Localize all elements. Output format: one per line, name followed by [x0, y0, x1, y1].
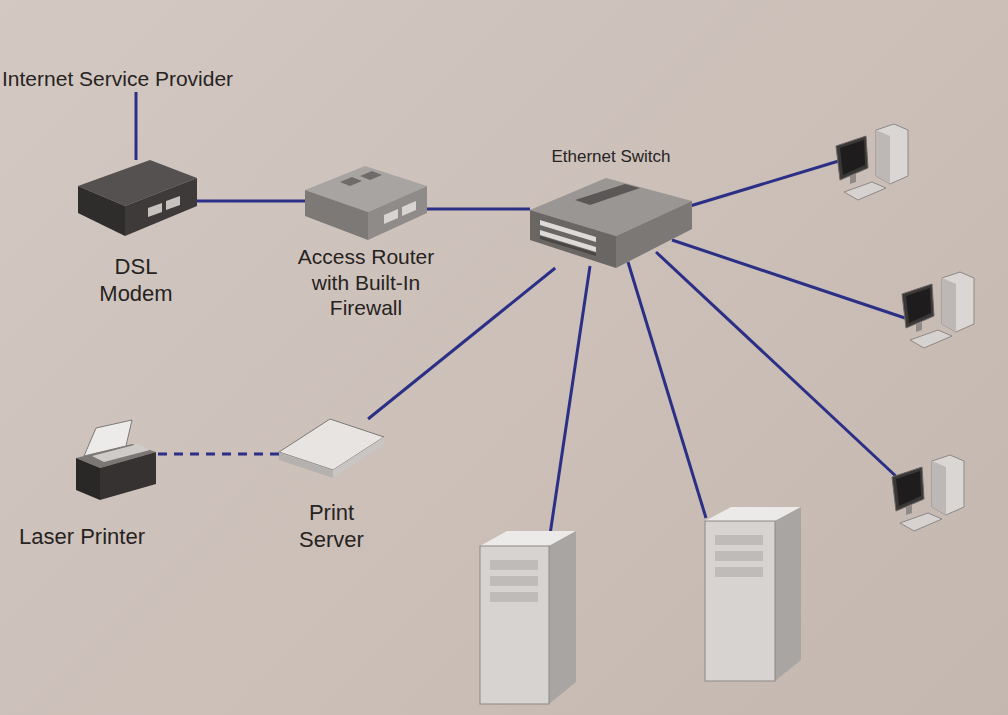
device-label: Print Server — [286, 500, 378, 554]
print-server-icon — [279, 419, 384, 478]
network-link — [135, 92, 138, 160]
ethernet-switch: Ethernet Switch — [530, 178, 692, 268]
dsl-modem-icon — [78, 160, 197, 236]
dashed-link — [156, 453, 279, 456]
laser-printer: Laser Printer — [76, 430, 156, 500]
desktop-computer — [836, 124, 908, 200]
desktop-computer — [892, 455, 964, 531]
server-tower — [705, 507, 801, 681]
isp-label: Internet Service Provider — [2, 66, 296, 92]
print-server: Print Server — [279, 419, 384, 478]
ethernet-switch-icon — [530, 178, 692, 268]
access-router-icon — [305, 166, 427, 240]
link-line — [672, 240, 905, 318]
laser-printer-icon — [76, 420, 156, 500]
server-tower — [480, 531, 576, 704]
link-line — [628, 262, 706, 518]
link-line — [548, 266, 590, 548]
desktop-computer — [902, 272, 974, 348]
device-label: Ethernet Switch — [551, 147, 670, 168]
device-label: Internet Service Provider — [2, 66, 296, 91]
link-line — [690, 160, 842, 206]
device-label: DSL Modem — [86, 254, 186, 308]
dsl-modem: DSL Modem — [75, 160, 197, 236]
network-link — [197, 200, 305, 203]
access-router: Access Router with Built-In Firewall — [305, 166, 427, 240]
device-label: Laser Printer — [19, 524, 145, 551]
link-line — [656, 252, 900, 480]
device-label: Access Router with Built-In Firewall — [284, 244, 449, 321]
switch-ports — [540, 220, 596, 256]
network-link — [427, 208, 530, 211]
